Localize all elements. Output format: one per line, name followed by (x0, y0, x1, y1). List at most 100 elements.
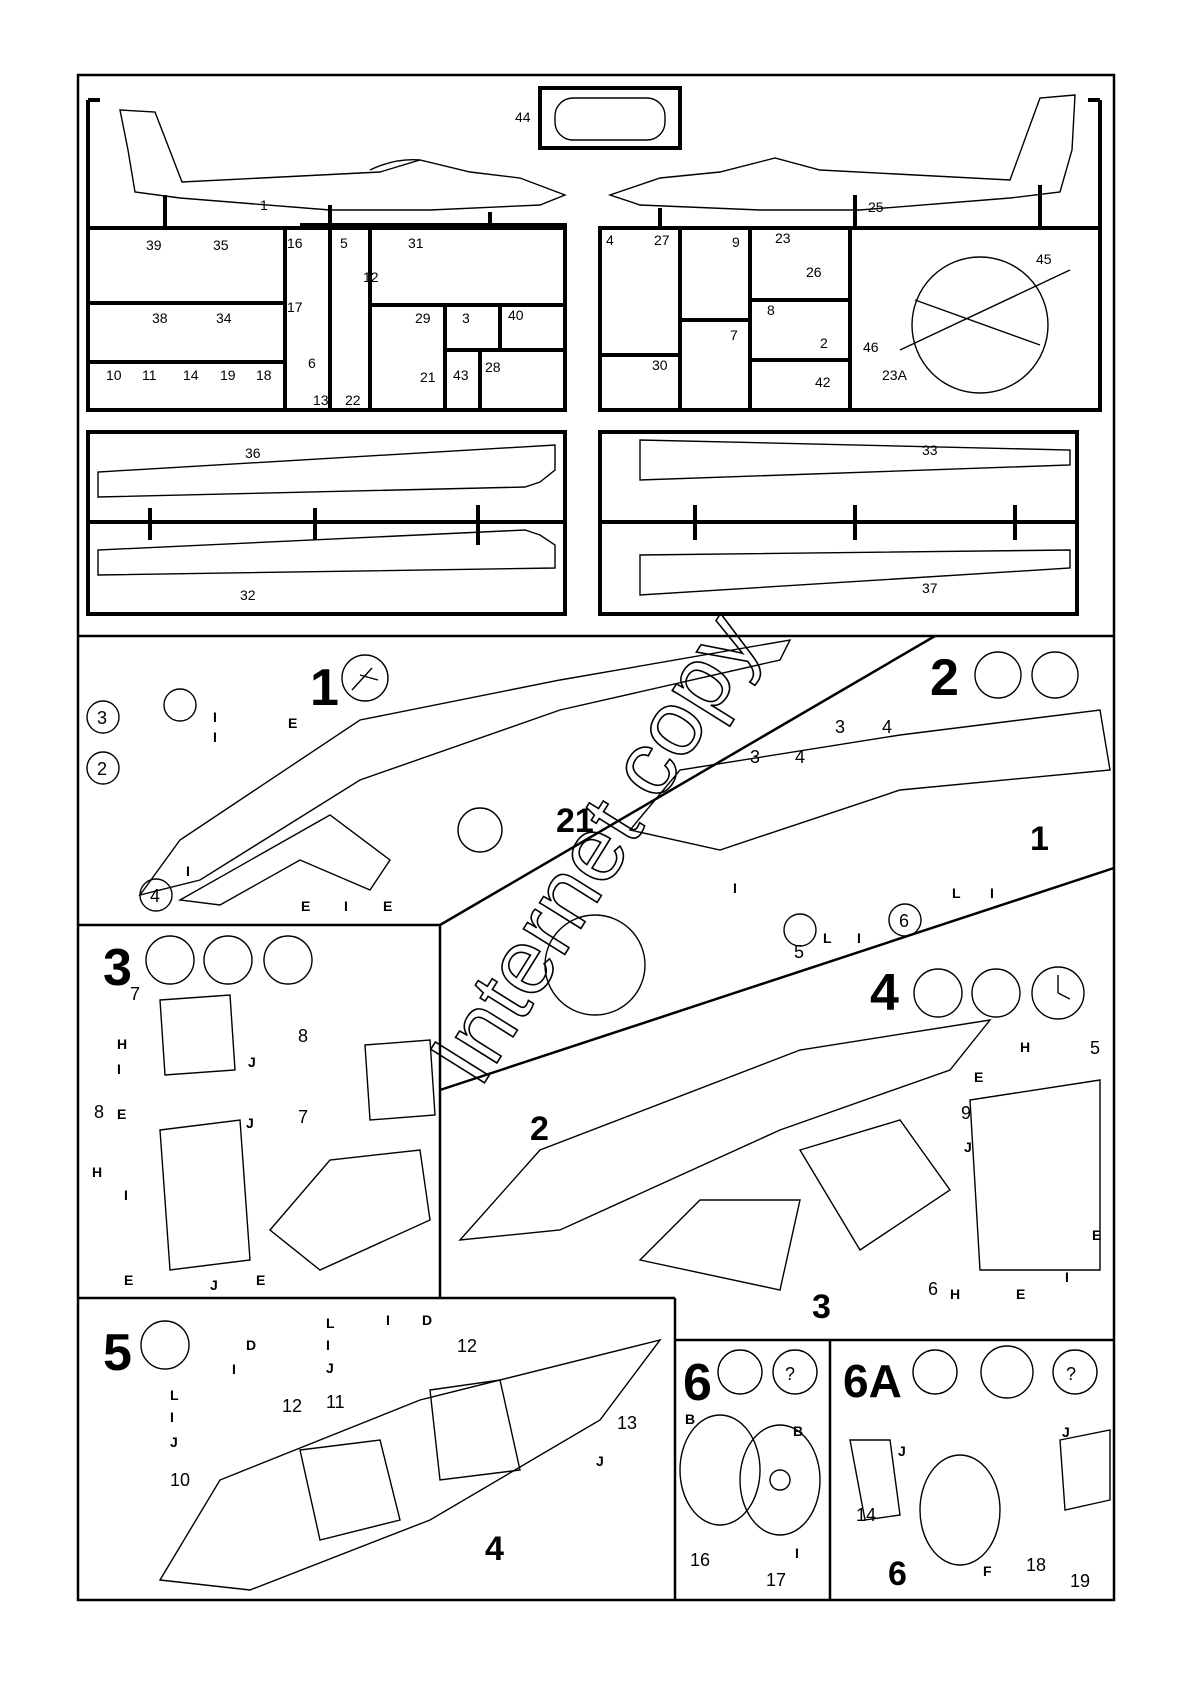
flag-E-9: E (1016, 1286, 1025, 1302)
glue-tube-icon (145, 935, 195, 985)
decal-icon (971, 968, 1021, 1018)
ref-4: 4 (485, 1530, 504, 1568)
callout-11: 11 (326, 1392, 345, 1412)
part-38: 38 (152, 310, 168, 326)
flag-I-6: I (857, 930, 861, 946)
part-7: 7 (730, 327, 738, 343)
glue-tube-icon (140, 1320, 190, 1370)
part-14: 14 (183, 367, 199, 383)
part-32: 32 (240, 587, 256, 603)
step-5-icons (140, 1320, 190, 1370)
part-23a: 23A (882, 367, 908, 383)
part-21: 21 (420, 369, 436, 385)
flag-E-3: E (383, 898, 392, 914)
flag-J-3: J (210, 1277, 218, 1293)
part-9: 9 (732, 234, 740, 250)
q-4-b: 4 (882, 717, 892, 737)
flag-H-3: H (1020, 1039, 1030, 1055)
q-7: 7 (130, 984, 140, 1004)
part-29: 29 (415, 310, 431, 326)
callout-19: 19 (1070, 1571, 1090, 1591)
divider-diagonal-2-4 (439, 866, 1115, 1092)
flag-F-1: F (983, 1563, 992, 1579)
flag-J-2: J (246, 1115, 254, 1131)
glue-tube-icon (913, 968, 963, 1018)
decal-icon (263, 935, 313, 985)
callout-9: 9 (961, 1103, 971, 1123)
q-3-4-a: 3 (750, 747, 760, 767)
part-18: 18 (256, 367, 272, 383)
flag-I-7: I (990, 885, 994, 901)
flag-H-2: H (92, 1164, 102, 1180)
step-3-seat (159, 994, 436, 1271)
part-23: 23 (775, 230, 791, 246)
part-25: 25 (868, 199, 884, 215)
part-39: 39 (146, 237, 162, 253)
flag-E-8: E (1092, 1227, 1101, 1243)
part-13: 13 (313, 392, 329, 408)
part-31: 31 (408, 235, 424, 251)
flag-J-9: J (898, 1443, 906, 1459)
step-6a-number: 6A (843, 1355, 902, 1407)
part-4: 4 (606, 232, 614, 248)
part-17: 17 (287, 299, 303, 315)
part-10: 10 (106, 367, 122, 383)
callout-6: 6 (899, 911, 909, 931)
flag-H-4: H (950, 1286, 960, 1302)
flag-D-1: D (246, 1337, 256, 1353)
callout-10: 10 (170, 1470, 190, 1490)
part-34: 34 (216, 310, 232, 326)
step-5-cockpit (158, 1338, 662, 1591)
sprue-wings-right (598, 430, 1079, 616)
sprue-right (598, 94, 1102, 412)
sprue-wings-left (86, 430, 567, 616)
part-22: 22 (345, 392, 361, 408)
part-43: 43 (453, 367, 469, 383)
q-8: 8 (94, 1102, 104, 1122)
callout-8: 8 (298, 1026, 308, 1046)
color-flags: I E I I E I E I L I L I H I J E H I J E … (92, 709, 1101, 1579)
part-28: 28 (485, 359, 501, 375)
flag-L-3: L (170, 1387, 179, 1403)
callout-16: 16 (690, 1550, 710, 1570)
callout-7: 7 (298, 1107, 308, 1127)
flag-J-1: J (248, 1054, 256, 1070)
callout-4: 4 (150, 886, 160, 906)
step-3-icons (145, 935, 313, 985)
part-37: 37 (922, 580, 938, 596)
callout-3: 3 (97, 708, 107, 728)
flag-E-6: E (256, 1272, 265, 1288)
part-26: 26 (806, 264, 822, 280)
callout-18: 18 (1026, 1555, 1046, 1575)
flag-I-4: I (344, 898, 348, 914)
flag-E-4: E (117, 1106, 126, 1122)
part-3: 3 (462, 310, 470, 326)
step-5-number: 5 (103, 1324, 132, 1382)
part-5: 5 (340, 235, 348, 251)
part-2: 2 (820, 335, 828, 351)
part-46: 46 (863, 339, 879, 355)
ref-2: 2 (530, 1110, 549, 1148)
q-5: 5 (1090, 1038, 1100, 1058)
q-6: 6 (928, 1279, 938, 1299)
flag-J-5: J (170, 1434, 178, 1450)
part-42: 42 (815, 374, 831, 390)
part-1: 1 (260, 197, 268, 213)
part-27: 27 (654, 232, 670, 248)
part-12: 12 (363, 269, 379, 285)
flag-I-12: I (170, 1409, 174, 1425)
step-4-number: 4 (870, 964, 899, 1022)
flag-I-14: I (386, 1312, 390, 1328)
flag-D-2: D (422, 1312, 432, 1328)
flag-E-5: E (124, 1272, 133, 1288)
step-6a-assembly (849, 1429, 1111, 1566)
clock-icon (980, 1345, 1034, 1399)
flag-I-3: I (186, 863, 190, 879)
decal-icon (1031, 651, 1079, 699)
part-6: 6 (308, 355, 316, 371)
step-2-icons (974, 651, 1079, 699)
flag-I-2: I (213, 729, 217, 745)
flag-I-9: I (124, 1187, 128, 1203)
callout-17: 17 (766, 1570, 786, 1590)
